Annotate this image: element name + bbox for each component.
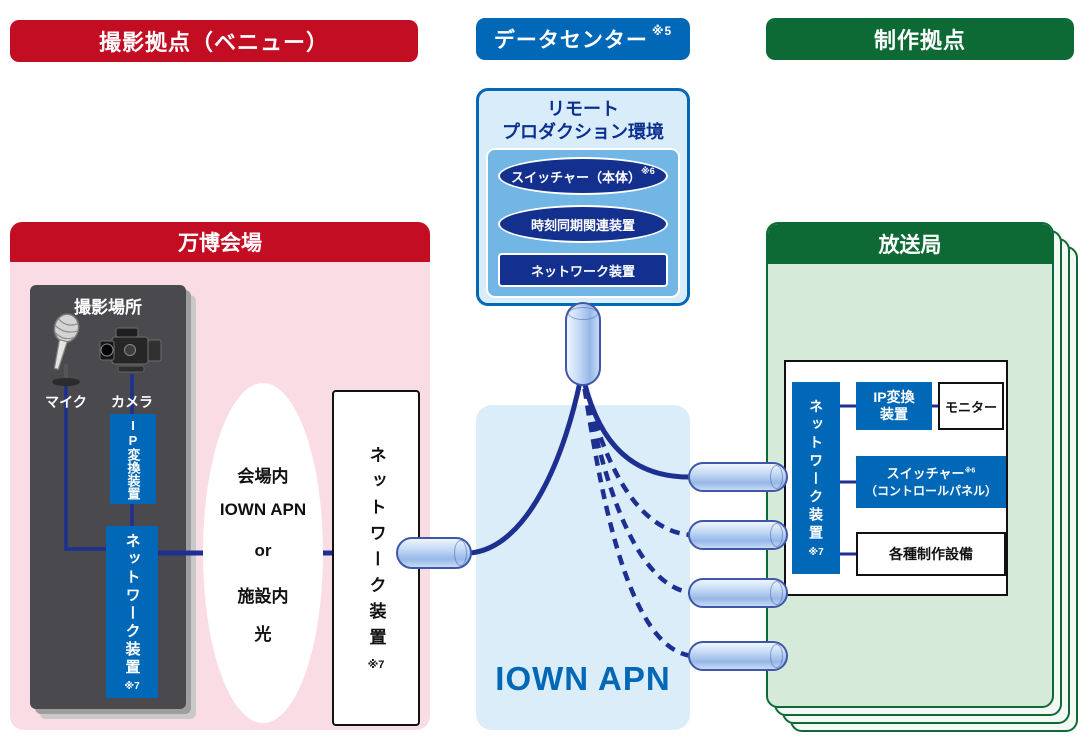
remote-production-title-line1: リモート xyxy=(547,99,619,119)
expo-ip-converter-label: IP変換装置 xyxy=(125,418,141,500)
broadcast-fiber-connector-4 xyxy=(688,641,788,671)
expo-shooting-network-device-label: ネットワーク装置 xyxy=(123,532,141,677)
venue-apn-line1: 会場内 xyxy=(237,466,289,486)
remote-production-title-line2: プロダクション環境 xyxy=(502,122,664,143)
expo-shooting-network-device-note: ※7 xyxy=(124,680,140,692)
venue-apn-line2: IOWN APN xyxy=(219,499,307,519)
broadcast-switcher-note: ※6 xyxy=(964,466,976,475)
broadcast-production-equipment-box: 各種制作設備 xyxy=(856,532,1006,576)
dc-timesync-ellipse: 時刻同期関連装置 xyxy=(498,205,668,243)
dc-timesync-label: 時刻同期関連装置 xyxy=(530,217,635,233)
mic-label: マイク xyxy=(38,392,94,412)
broadcast-fiber-connector-1 xyxy=(688,462,788,492)
iown-apn-box: IOWN APN xyxy=(476,405,690,730)
expo-venue-header: 万博会場 xyxy=(10,222,430,262)
dc-network-device-box: ネットワーク装置 xyxy=(498,253,668,287)
broadcast-fiber-connector-2 xyxy=(688,520,788,550)
microphone-icon xyxy=(52,313,80,386)
expo-venue-title: 万博会場 xyxy=(178,232,262,255)
broadcast-ip-converter-line1: IP変換 xyxy=(873,388,915,405)
datacenter-header-pill: データセンター※5 xyxy=(476,18,690,60)
shooting-site-title: 撮影場所 xyxy=(30,293,186,318)
expo-network-device-note: ※7 xyxy=(367,658,385,671)
broadcast-ip-converter-box: IP変換 装置 xyxy=(856,382,932,430)
venue-apn-or: or xyxy=(254,540,272,560)
broadcast-monitor-label: モニター xyxy=(944,399,997,415)
production-header-pill: 制作拠点 xyxy=(766,18,1074,60)
broadcast-ip-converter-line2: 装置 xyxy=(880,406,908,422)
camera-label: カメラ xyxy=(102,392,162,412)
datacenter-note: ※5 xyxy=(651,24,673,38)
broadcast-fiber-connector-3 xyxy=(688,578,788,608)
camera-icon xyxy=(99,327,162,373)
dc-switcher-note: ※6 xyxy=(641,165,655,176)
expo-ip-converter-box: IP変換装置 xyxy=(110,414,156,504)
shooting-site-title-text: 撮影場所 xyxy=(74,298,142,317)
broadcast-network-device-label: ネットワーク装置 xyxy=(808,398,824,543)
broadcast-switcher-box: スイッチャー※6 （コントロールパネル） xyxy=(856,456,1006,508)
production-header-label: 制作拠点 xyxy=(873,28,966,53)
broadcast-switcher-line2: （コントロールパネル） xyxy=(864,483,997,498)
expo-network-device-label: ネットワーク装置 xyxy=(366,445,386,654)
broadcast-network-device-box: ネットワーク装置 ※7 xyxy=(792,382,840,574)
expo-shooting-network-device-box: ネットワーク装置 ※7 xyxy=(106,526,158,698)
broadcast-production-equipment-label: 各種制作設備 xyxy=(889,546,973,562)
broadcast-monitor-box: モニター xyxy=(938,382,1004,430)
dc-switcher-label: スイッチャー（本体） xyxy=(511,169,642,185)
dc-switcher-ellipse: スイッチャー（本体）※6 xyxy=(498,157,668,195)
venue-apn-line5: 光 xyxy=(254,624,272,644)
broadcast-station-title: 放送局 xyxy=(878,234,942,257)
datacenter-header-label: データセンター xyxy=(493,29,648,52)
broadcast-switcher-line1: スイッチャー※6 xyxy=(886,466,976,482)
venue-header-pill: 撮影拠点（ベニュー） xyxy=(10,20,418,62)
iown-apn-label: IOWN APN xyxy=(495,660,671,697)
venue-apn-ellipse: 会場内 IOWN APN or 施設内 光 xyxy=(203,383,323,723)
broadcast-station-header: 放送局 xyxy=(768,224,1052,264)
camera-label-text: カメラ xyxy=(111,394,153,410)
dc-network-device-label: ネットワーク装置 xyxy=(530,263,635,279)
venue-apn-line4: 施設内 xyxy=(237,586,289,606)
dc-fiber-connector xyxy=(565,302,601,386)
broadcast-network-device-note: ※7 xyxy=(808,546,824,558)
venue-fiber-connector xyxy=(396,537,472,569)
mic-label-text: マイク xyxy=(45,394,87,410)
venue-header-label: 撮影拠点（ベニュー） xyxy=(98,30,329,55)
